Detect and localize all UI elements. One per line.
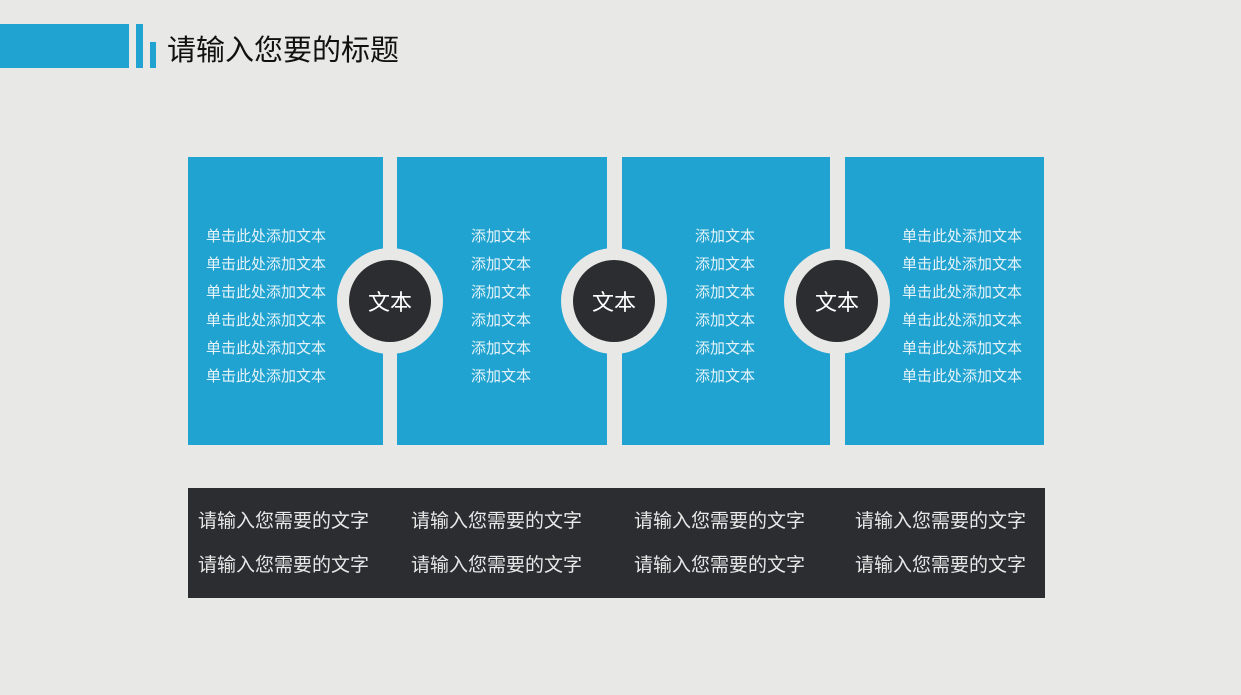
panel-1-text[interactable]: 单击此处添加文本 单击此处添加文本 单击此处添加文本 单击此处添加文本 单击此处… [206,222,326,390]
header-accent-short-bar [150,42,156,68]
text-line: 单击此处添加文本 [902,367,1023,385]
text-line: 单击此处添加文本 [206,339,327,357]
text-line: 单击此处添加文本 [902,255,1023,273]
footer-text[interactable]: 请输入您需要的文字 [198,510,370,532]
panel-2-text[interactable]: 添加文本 添加文本 添加文本 添加文本 添加文本 添加文本 [471,222,531,390]
text-line: 添加文本 [471,311,532,329]
text-line: 添加文本 [695,311,756,329]
footer-text[interactable]: 请输入您需要的文字 [634,510,806,532]
footer-text[interactable]: 请输入您需要的文字 [855,554,1027,576]
circle-marker-1: 文本 [337,248,443,354]
text-line: 单击此处添加文本 [206,283,327,301]
text-line: 单击此处添加文本 [206,311,327,329]
circle-marker-2: 文本 [561,248,667,354]
page-title[interactable]: 请输入您要的标题 [167,33,400,67]
text-line: 单击此处添加文本 [902,283,1023,301]
footer-text[interactable]: 请输入您需要的文字 [411,510,583,532]
footer-text[interactable]: 请输入您需要的文字 [855,510,1027,532]
footer-text[interactable]: 请输入您需要的文字 [198,554,370,576]
footer-text[interactable]: 请输入您需要的文字 [634,554,806,576]
panel-3-text[interactable]: 添加文本 添加文本 添加文本 添加文本 添加文本 添加文本 [695,222,755,390]
text-line: 添加文本 [471,367,532,385]
text-line: 单击此处添加文本 [206,367,327,385]
header-accent-thin-bar [136,24,143,68]
circle-label-2[interactable]: 文本 [573,260,655,342]
footer-text-box: 请输入您需要的文字 请输入您需要的文字 请输入您需要的文字 请输入您需要的文字 … [188,488,1045,598]
circle-marker-3: 文本 [784,248,890,354]
footer-text[interactable]: 请输入您需要的文字 [411,554,583,576]
text-line: 添加文本 [695,367,756,385]
text-line: 单击此处添加文本 [902,311,1023,329]
header-accent-bar [0,24,129,68]
text-line: 单击此处添加文本 [902,339,1023,357]
text-line: 单击此处添加文本 [206,255,327,273]
text-line: 添加文本 [471,227,532,245]
text-line: 单击此处添加文本 [206,227,327,245]
text-line: 添加文本 [695,283,756,301]
text-line: 添加文本 [695,339,756,357]
panel-4-text[interactable]: 单击此处添加文本 单击此处添加文本 单击此处添加文本 单击此处添加文本 单击此处… [902,222,1022,390]
text-line: 添加文本 [471,339,532,357]
text-line: 添加文本 [695,227,756,245]
circle-label-1[interactable]: 文本 [349,260,431,342]
text-line: 添加文本 [695,255,756,273]
circle-label-3[interactable]: 文本 [796,260,878,342]
text-line: 单击此处添加文本 [902,227,1023,245]
text-line: 添加文本 [471,255,532,273]
text-line: 添加文本 [471,283,532,301]
